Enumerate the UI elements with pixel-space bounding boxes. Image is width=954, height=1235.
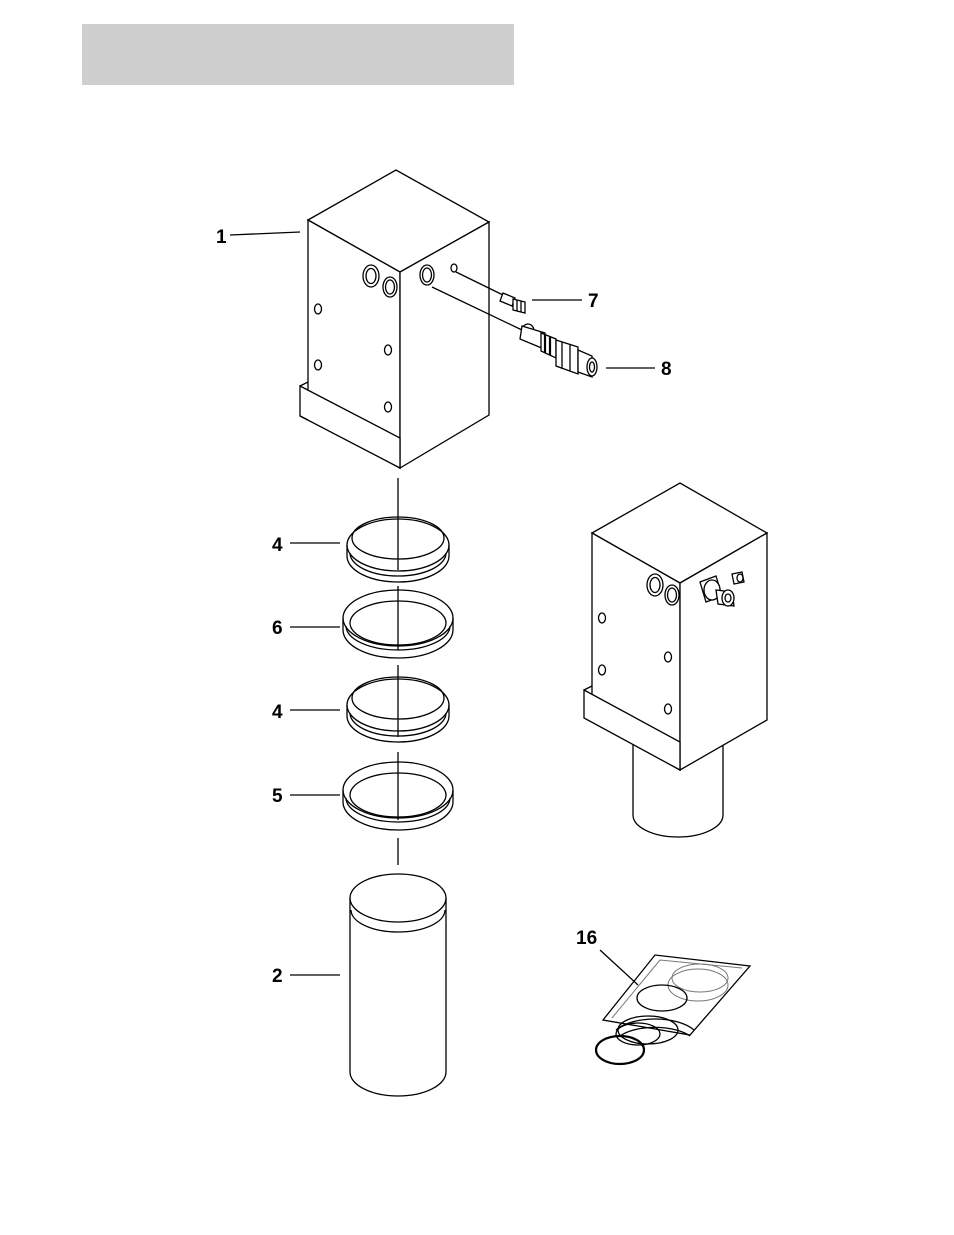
svg-text:16: 16 (576, 928, 597, 949)
callout-6: 6 (272, 618, 340, 639)
valve-block (300, 170, 489, 468)
callout-8: 8 (606, 359, 672, 380)
svg-text:7: 7 (588, 291, 599, 312)
assembled-view (584, 483, 767, 837)
svg-text:4: 4 (272, 535, 283, 556)
callout-5: 5 (272, 786, 340, 807)
seal-kit-16 (596, 955, 750, 1064)
svg-text:4: 4 (272, 702, 283, 723)
callout-7: 7 (532, 291, 599, 312)
cylinder-2 (350, 874, 446, 1096)
svg-text:5: 5 (272, 786, 283, 807)
callout-4-upper: 4 (272, 535, 340, 556)
svg-text:8: 8 (661, 359, 672, 380)
svg-text:6: 6 (272, 618, 283, 639)
fitting-7 (500, 293, 525, 313)
callout-4-lower: 4 (272, 702, 340, 723)
callout-2: 2 (272, 966, 340, 987)
svg-text:1: 1 (216, 227, 227, 248)
cartridge-valve-8 (520, 324, 597, 377)
svg-text:2: 2 (272, 966, 283, 987)
callout-1: 1 (216, 227, 300, 248)
callout-16: 16 (576, 928, 638, 985)
